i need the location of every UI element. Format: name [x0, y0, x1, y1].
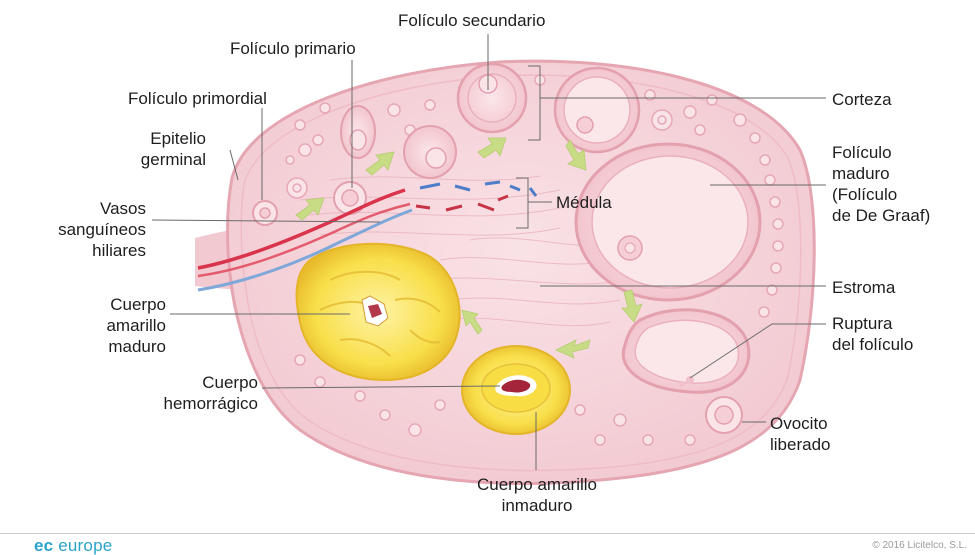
label-cuerpo-amarillo-inmaduro: Cuerpo amarillo inmaduro [462, 474, 612, 516]
growing-follicle-1 [341, 106, 375, 158]
corpus-hemorrhagicum [462, 346, 570, 434]
label-ruptura-foliculo: Ruptura del folículo [832, 313, 913, 355]
copyright-text: © 2016 Licitelco, S.L. [872, 540, 967, 551]
mature-corpus-luteum [297, 244, 460, 380]
tertiary-follicle [555, 68, 639, 152]
label-cuerpo-hemorragico: Cuerpo hemorrágico [150, 372, 258, 414]
released-oocyte [706, 397, 742, 433]
growing-follicle-2 [404, 126, 456, 178]
label-ovocito-liberado: Ovocito liberado [770, 413, 831, 455]
secondary-follicle [458, 64, 526, 132]
label-foliculo-secundario: Folículo secundario [398, 10, 545, 31]
brand-logo: ec europe [34, 536, 112, 555]
footer-divider [0, 533, 975, 534]
label-estroma: Estroma [832, 277, 895, 298]
label-epitelio-germinal: Epitelio germinal [120, 128, 206, 170]
label-foliculo-primordial: Folículo primordial [128, 88, 267, 109]
label-foliculo-primario: Folículo primario [230, 38, 356, 59]
label-cuerpo-amarillo-maduro: Cuerpo amarillo maduro [70, 294, 166, 357]
graafian-follicle [576, 144, 760, 300]
label-foliculo-maduro: Folículo maduro (Folículo de De Graaf) [832, 142, 930, 226]
label-medula: Médula [556, 192, 612, 213]
label-vasos-sanguineos: Vasos sanguíneos hiliares [40, 198, 146, 261]
label-corteza: Corteza [832, 89, 892, 110]
